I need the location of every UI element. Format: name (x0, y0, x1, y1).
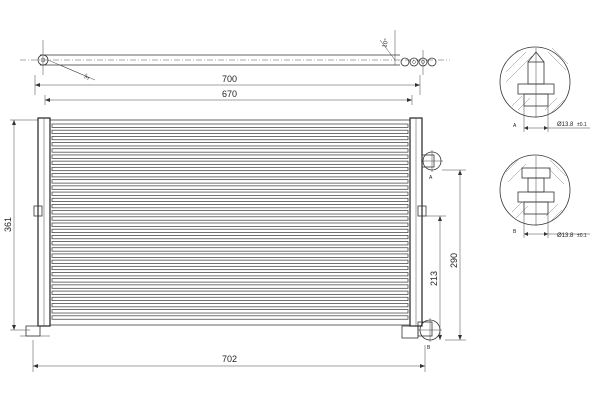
core-tube (51, 265, 409, 271)
detail-a-diameter: Ø13.8 (557, 122, 574, 128)
detail-a-letter: A (513, 123, 517, 129)
core-tube (51, 185, 409, 190)
core-tube (51, 204, 409, 209)
condenser-core-tubes (51, 123, 409, 320)
dimension-361 (10, 119, 38, 331)
core-tube (51, 309, 409, 314)
dimension-213-label: 213 (429, 271, 439, 286)
bracket-bottom-right (401, 325, 419, 339)
detail-b-letter: B (513, 229, 517, 235)
core-tube (51, 166, 409, 172)
core-tube (51, 253, 409, 258)
core-tube (51, 241, 409, 246)
dimension-700-label: 700 (222, 74, 237, 84)
core-tube (51, 222, 409, 227)
core-tube (51, 148, 409, 153)
dimension-702 (32, 340, 426, 372)
dimension-702-label: 702 (222, 354, 237, 364)
core-tube (51, 179, 409, 184)
core-tube (51, 210, 409, 215)
core-tube (51, 216, 409, 221)
top-mounting-bar (20, 30, 450, 81)
core-tube (51, 197, 409, 203)
fitting-bottom-right (417, 318, 442, 342)
detail-b-tolerance: ±0.1 (577, 233, 587, 239)
core-tube (51, 123, 409, 128)
dimension-670-label: 670 (222, 89, 237, 99)
dimension-290 (442, 169, 466, 341)
condenser-body (33, 117, 427, 327)
core-tube (51, 235, 409, 240)
core-tube (51, 136, 409, 141)
marker-b-label: B (427, 345, 431, 351)
angle-small-label: 3° (84, 73, 92, 81)
marker-a-label: A (429, 175, 433, 181)
core-tube (51, 154, 409, 159)
core-tube (51, 160, 409, 165)
core-tube (51, 228, 409, 233)
detail-view-b (499, 154, 590, 238)
core-tube (51, 290, 409, 295)
core-tube (51, 278, 409, 283)
core-tube (51, 296, 409, 302)
core-tube (51, 272, 409, 277)
bracket-bottom-left (20, 325, 50, 337)
core-tube (51, 303, 409, 308)
detail-a-tolerance: ±0.1 (577, 122, 587, 128)
core-tube (51, 142, 409, 147)
fitting-top-right (421, 150, 443, 172)
core-tube (51, 129, 409, 134)
dimension-290-label: 290 (449, 253, 459, 268)
core-tube (51, 259, 409, 264)
core-tube (51, 173, 409, 178)
detail-b-diameter: Ø13.8 (557, 233, 574, 239)
angle-right-label: 10° (382, 38, 390, 49)
dimension-670 (44, 95, 413, 105)
dimension-700 (34, 75, 421, 95)
detail-view-a (499, 46, 590, 132)
core-tube (51, 315, 409, 320)
core-tube (51, 247, 409, 252)
dimension-361-label: 361 (3, 217, 13, 232)
core-tube (51, 284, 409, 289)
core-tube (51, 191, 409, 196)
dimension-213 (426, 215, 446, 340)
